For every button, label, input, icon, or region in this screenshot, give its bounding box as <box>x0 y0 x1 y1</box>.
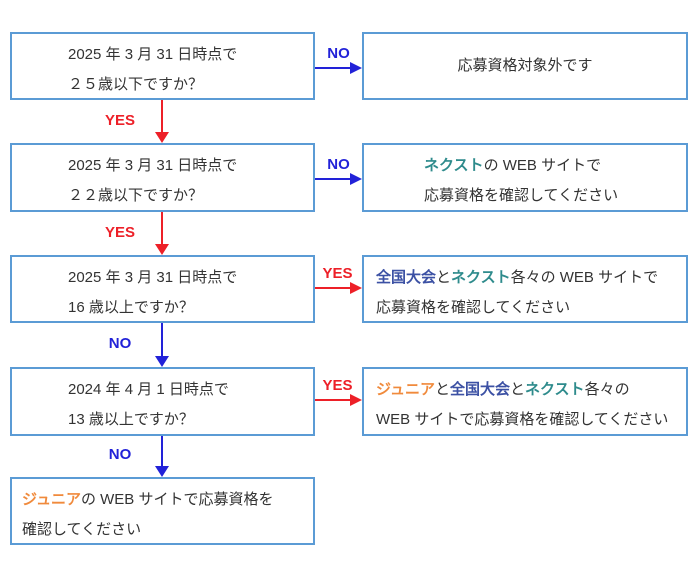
result-box-not-eligible: 応募資格対象外です <box>362 32 688 100</box>
brand-next: ネクスト <box>424 157 484 174</box>
question-line: 13 歳以上ですか？ <box>68 411 194 428</box>
question-box-age22: 2025 年 3 月 31 日時点で ２２歳以下ですか？ <box>10 143 315 212</box>
yes-label: YES <box>104 224 135 241</box>
arrow-shaft <box>161 100 163 133</box>
no-label: NO <box>108 335 132 352</box>
arrow-shaft <box>161 436 163 467</box>
brand-junior: ジュニア <box>22 491 81 508</box>
result-line: ジュニアの WEB サイトで応募資格を <box>22 485 313 515</box>
no-label: NO <box>327 45 350 62</box>
no-label: NO <box>108 446 132 463</box>
question-line: 16 歳以上ですか？ <box>68 299 194 316</box>
arrow-shaft <box>315 287 352 289</box>
result-line: ジュニアと全国大会とネクスト各々の <box>376 375 676 405</box>
question-box-age13: 2024 年 4 月 1 日時点で 13 歳以上ですか？ <box>10 367 315 436</box>
question-line: ２２歳以下ですか？ <box>68 187 204 204</box>
result-box-national-next: 全国大会とネクスト各々の WEB サイトで 応募資格を確認してください <box>362 255 688 323</box>
question-line: 2025 年 3 月 31 日時点で <box>68 46 238 63</box>
yes-label: YES <box>322 377 353 394</box>
arrow-shaft <box>161 212 163 245</box>
arrow-no-right-icon <box>315 62 362 74</box>
arrow-head-icon <box>350 173 362 185</box>
result-line: 確認してください <box>22 521 142 538</box>
yes-label: YES <box>104 112 135 129</box>
question-line: 2024 年 4 月 1 日時点で <box>68 381 229 398</box>
result-box-next: ネクストの WEB サイトで 応募資格を確認してください <box>362 143 688 212</box>
arrow-head-icon <box>155 356 169 367</box>
result-line: 応募資格を確認してください <box>376 299 571 316</box>
brand-next: ネクスト <box>451 269 511 286</box>
result-text: 各々の <box>584 381 630 398</box>
arrow-head-icon <box>155 244 169 255</box>
arrow-head-icon <box>155 466 169 477</box>
result-text: 各々の WEB サイトで <box>510 269 659 286</box>
brand-national: 全国大会 <box>449 381 510 398</box>
question-line: ２５歳以下ですか？ <box>68 76 204 93</box>
yes-label: YES <box>322 265 353 282</box>
result-line: ネクストの WEB サイトで <box>424 151 686 181</box>
question-line: 2025 年 3 月 31 日時点で <box>68 269 238 286</box>
result-text: 応募資格対象外です <box>457 57 593 74</box>
brand-national: 全国大会 <box>376 269 437 286</box>
arrow-shaft <box>315 399 352 401</box>
question-box-age16: 2025 年 3 月 31 日時点で 16 歳以上ですか？ <box>10 255 315 323</box>
arrow-yes-down-icon <box>155 100 169 143</box>
question-box-age25: 2025 年 3 月 31 日時点で ２５歳以下ですか？ <box>10 32 315 100</box>
arrow-yes-right-icon <box>315 394 362 406</box>
arrow-shaft <box>315 67 352 69</box>
arrow-yes-down-icon <box>155 212 169 255</box>
result-text: と <box>436 269 452 286</box>
arrow-head-icon <box>350 394 362 406</box>
brand-next: ネクスト <box>525 381 585 398</box>
result-text: の WEB サイトで応募資格を <box>80 491 274 508</box>
arrow-no-down-icon <box>155 323 169 367</box>
arrow-shaft <box>161 323 163 357</box>
no-label: NO <box>327 156 350 173</box>
question-line: 2025 年 3 月 31 日時点で <box>68 157 238 174</box>
result-text: と <box>434 381 450 398</box>
result-line: WEB サイトで応募資格を確認してください <box>376 411 669 428</box>
arrow-yes-right-icon <box>315 282 362 294</box>
arrow-head-icon <box>350 282 362 294</box>
result-line: 全国大会とネクスト各々の WEB サイトで <box>376 263 676 293</box>
result-box-junior-national-next: ジュニアと全国大会とネクスト各々の WEB サイトで応募資格を確認してください <box>362 367 688 436</box>
result-line: 応募資格を確認してください <box>424 187 619 204</box>
arrow-head-icon <box>155 132 169 143</box>
brand-junior: ジュニア <box>376 381 435 398</box>
result-text: の WEB サイトで <box>483 157 602 174</box>
arrow-no-right-icon <box>315 173 362 185</box>
arrow-shaft <box>315 178 352 180</box>
arrow-no-down-icon <box>155 436 169 477</box>
result-box-junior: ジュニアの WEB サイトで応募資格を 確認してください <box>10 477 315 545</box>
result-text: と <box>509 381 525 398</box>
arrow-head-icon <box>350 62 362 74</box>
